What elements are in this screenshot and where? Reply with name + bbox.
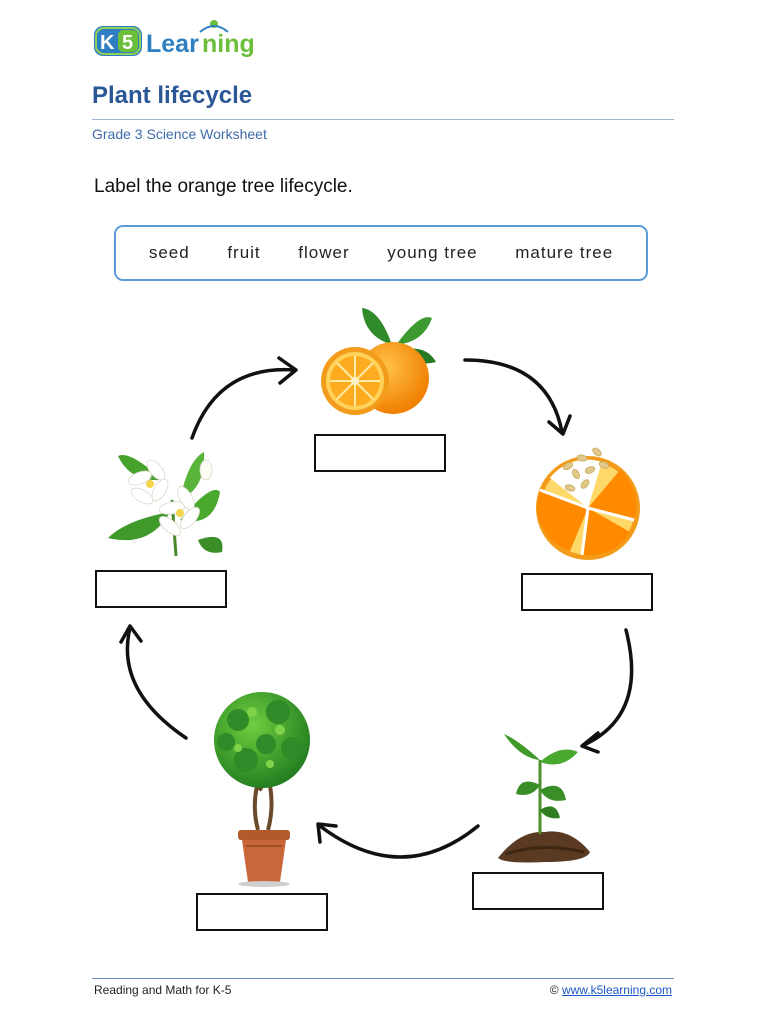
word-bank-item-mature-tree: mature tree bbox=[515, 243, 614, 262]
svg-text:Lear: Lear bbox=[146, 30, 199, 58]
label-box-young-tree[interactable] bbox=[472, 872, 604, 910]
orange-blossom-icon bbox=[108, 452, 223, 557]
arrow-mature-tree-to-flower bbox=[119, 624, 188, 740]
label-box-mature-tree[interactable] bbox=[196, 893, 328, 931]
footer-tagline: Reading and Math for K-5 bbox=[94, 983, 232, 997]
arrow-seed-to-young-tree bbox=[580, 628, 634, 754]
potted-tree-icon bbox=[214, 692, 310, 887]
word-bank: seed fruit flower young tree mature tree bbox=[114, 225, 648, 281]
word-bank-item-fruit: fruit bbox=[227, 243, 261, 262]
page-subtitle: Grade 3 Science Worksheet bbox=[92, 126, 267, 142]
footer-copyright: © www.k5learning.com bbox=[550, 983, 672, 997]
seedling-icon bbox=[498, 734, 590, 863]
copyright-symbol: © bbox=[549, 983, 559, 997]
arrow-fruit-to-seed bbox=[463, 358, 572, 436]
svg-text:5: 5 bbox=[122, 32, 133, 54]
footer-divider bbox=[92, 978, 674, 979]
header-divider bbox=[92, 119, 674, 120]
footer-website-link[interactable]: www.k5learning.com bbox=[561, 983, 672, 997]
svg-text:ning: ning bbox=[202, 30, 255, 58]
word-bank-item-flower: flower bbox=[298, 243, 350, 262]
arrow-young-tree-to-mature-tree bbox=[316, 822, 480, 859]
arrow-flower-to-fruit bbox=[190, 356, 298, 440]
word-bank-item-seed: seed bbox=[148, 243, 190, 262]
page-title: Plant lifecycle bbox=[92, 82, 253, 109]
label-box-seed[interactable] bbox=[521, 573, 653, 611]
instruction-text: Label the orange tree lifecycle. bbox=[94, 176, 353, 197]
word-bank-item-young-tree: young tree bbox=[387, 243, 478, 262]
orange-fruit-icon bbox=[321, 308, 436, 415]
k5-learning-logo: K 5 Lear ning bbox=[94, 20, 255, 58]
svg-text:K: K bbox=[100, 32, 115, 54]
label-box-flower[interactable] bbox=[95, 570, 227, 608]
orange-seeds-icon bbox=[536, 447, 640, 560]
label-box-fruit[interactable] bbox=[314, 434, 446, 472]
